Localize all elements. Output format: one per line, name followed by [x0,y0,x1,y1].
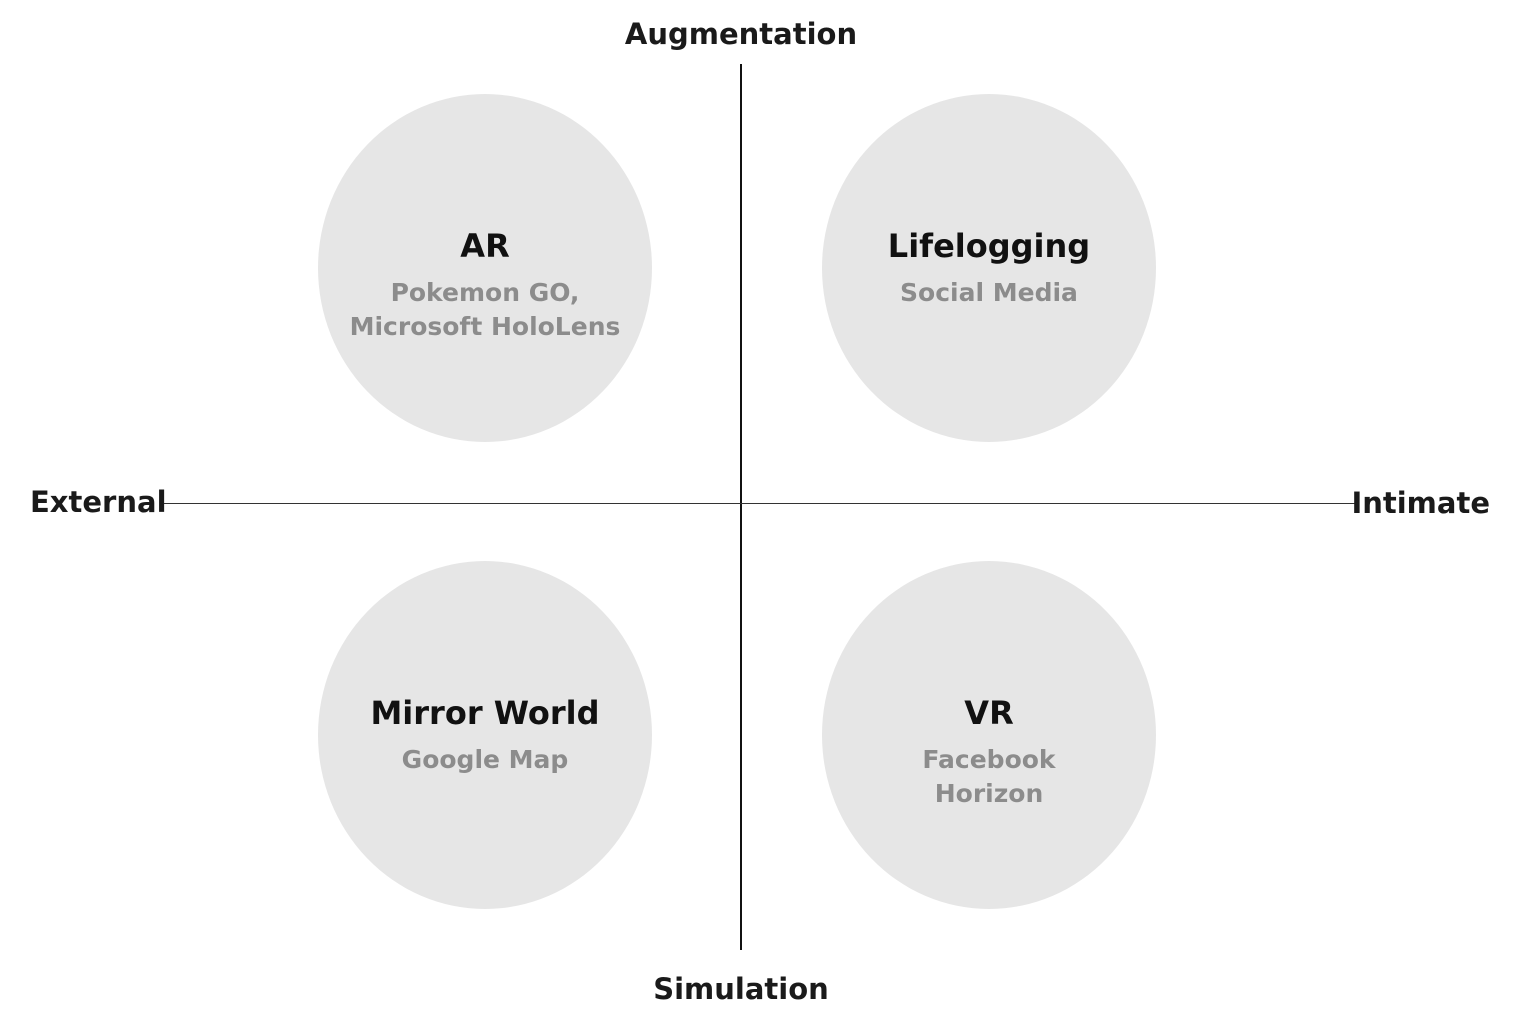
quadrant-title-ar: AR [460,227,510,265]
quadrant-text-lifelogging: Lifelogging Social Media [822,230,1156,310]
quadrant-circle-ar: AR Pokemon GO, Microsoft HoloLens [318,94,652,442]
quadrant-text-ar: AR Pokemon GO, Microsoft HoloLens [318,230,652,344]
quadrant-example-ar-2: Microsoft HoloLens [349,312,621,341]
vertical-axis [740,64,742,950]
axis-label-right: Intimate [1351,486,1490,520]
quadrant-title-vr: VR [964,694,1014,732]
quadrant-circle-vr: VR Facebook Horizon [822,561,1156,909]
quadrant-example-ar-1: Pokemon GO, [390,278,580,307]
quadrant-circle-mirror-world: Mirror World Google Map [318,561,652,909]
quadrant-text-vr: VR Facebook Horizon [822,697,1156,811]
quadrant-circle-lifelogging: Lifelogging Social Media [822,94,1156,442]
axis-label-left: External [30,485,167,519]
quadrant-title-lifelogging: Lifelogging [887,227,1091,265]
axis-label-top: Augmentation [624,17,858,51]
axis-label-bottom: Simulation [653,972,829,1006]
horizontal-axis [162,503,1356,504]
quadrant-example-vr-2: Horizon [934,779,1044,808]
quadrant-title-mirror-world: Mirror World [370,694,600,732]
quadrant-text-mirror-world: Mirror World Google Map [318,697,652,777]
quadrant-example-lifelogging-1: Social Media [900,278,1078,307]
quadrant-example-vr-1: Facebook [922,745,1056,774]
quadrant-example-mirror-world-1: Google Map [401,745,569,774]
